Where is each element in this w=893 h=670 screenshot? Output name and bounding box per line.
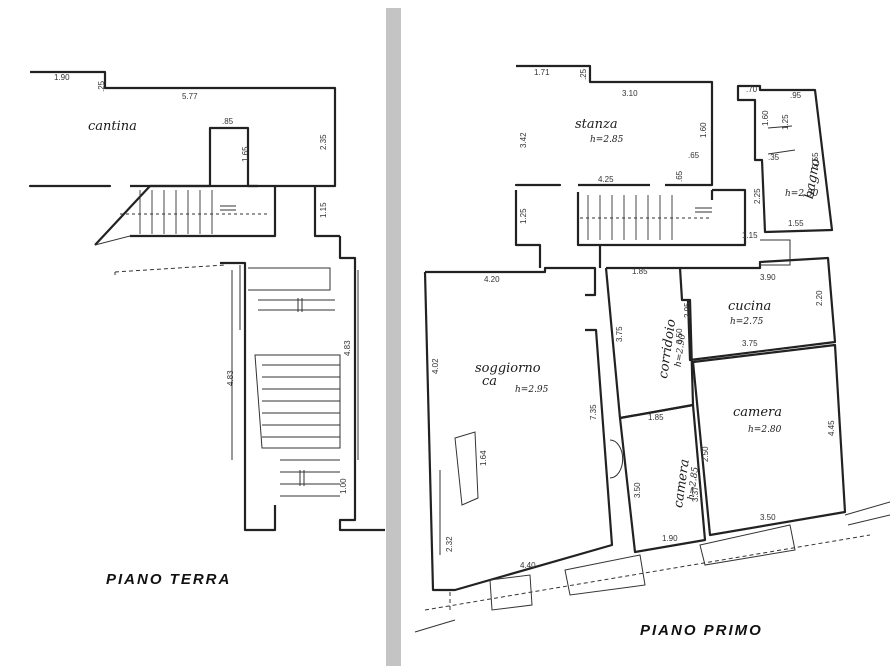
dim-2-35-ground: 2.35 — [319, 134, 328, 150]
dim-70: .70 — [746, 85, 758, 94]
dim-3-90: 3.90 — [760, 273, 776, 282]
room-label-cucina: cucina — [728, 299, 771, 314]
camera-small-walls — [618, 403, 707, 554]
dim-3-50-b: 3.50 — [633, 482, 642, 498]
dim-85-ground: .85 — [222, 117, 234, 126]
dim-1-64: 1.64 — [479, 450, 488, 466]
dim-1-90-ground: 1.90 — [54, 73, 70, 82]
dim-3-37: 3.37 — [691, 486, 700, 502]
dim-5-77-ground: 5.77 — [182, 92, 198, 101]
dim-3-50-c: 3.50 — [760, 513, 776, 522]
room-label-camera-small: camera — [671, 458, 693, 509]
dim-4-02: 4.02 — [431, 358, 440, 374]
dim-1-71: 1.71 — [534, 68, 550, 77]
height-camera-large: h=2.80 — [748, 425, 782, 435]
first-stair-walls — [514, 188, 747, 268]
stanza-walls — [514, 64, 714, 187]
camera-large-walls — [691, 343, 847, 537]
first-floor-stair — [580, 195, 712, 240]
room-label-bagno: bagno — [802, 157, 824, 200]
bagno-walls — [736, 84, 834, 234]
dim-65-b: .65 — [675, 170, 684, 182]
ground-floor-title: PIANO TERRA — [106, 571, 231, 588]
room-label-soggiorno: soggiorno — [475, 361, 541, 376]
dim-2-32: 2.32 — [445, 536, 454, 552]
dim-3-50: 3.50 — [675, 328, 684, 344]
dim-1-25: 1.25 — [519, 208, 528, 224]
dim-65-a: .65 — [688, 151, 700, 160]
dim-1-60-b: 1.60 — [761, 110, 770, 126]
dim-1-60: 1.60 — [699, 122, 708, 138]
panel-divider — [386, 8, 401, 666]
dim-35: .35 — [768, 153, 780, 162]
cantina-walls — [28, 70, 337, 188]
dim-1-85-b: 1.85 — [648, 413, 664, 422]
soggiorno-walls — [423, 266, 614, 592]
height-corridoio: h=2.90 — [674, 333, 689, 368]
dim-1-00-ground: 1.00 — [339, 478, 348, 494]
dim-1-65-ground: 1.65 — [241, 146, 250, 162]
dim-3-55: 3.55 — [811, 152, 820, 168]
dim-3-42: 3.42 — [519, 132, 528, 148]
height-camera-small: h=2.85 — [687, 466, 702, 501]
height-bagno: h=2.30 — [785, 189, 819, 199]
ground-lower-stair — [258, 299, 340, 497]
ground-stair-walls — [94, 184, 340, 246]
dim-4-83-left: 4.83 — [226, 370, 235, 386]
room-label-stanza: stanza — [575, 117, 618, 132]
dim-1-90-first: 1.90 — [662, 534, 678, 543]
dim-3-75-b: 3.75 — [615, 326, 624, 342]
dim-1-55: 1.55 — [788, 219, 804, 228]
room-label-soggiorno-2: ca — [482, 374, 497, 389]
dim-7-35: 7.35 — [589, 404, 598, 420]
dim-2-25: 2.25 — [753, 188, 762, 204]
dim-95: .95 — [790, 91, 802, 100]
dim-4-45: 4.45 — [827, 420, 836, 436]
ground-upper-stair — [120, 190, 270, 234]
height-stanza: h=2.85 — [590, 135, 624, 145]
ground-floor-plan — [28, 70, 385, 532]
dim-4-83-right: 4.83 — [343, 340, 352, 356]
cucina-walls — [680, 256, 837, 362]
dim-1-25-b: 1.25 — [781, 114, 790, 130]
dim-3-75: 3.75 — [742, 339, 758, 348]
ground-corridor-walls — [220, 236, 385, 532]
dim-4-25: 4.25 — [598, 175, 614, 184]
dim-2-20: 2.20 — [815, 290, 824, 306]
dim-2-50: 2.50 — [701, 446, 710, 462]
first-floor-exterior — [414, 239, 891, 633]
room-label-cantina: cantina — [88, 119, 137, 134]
dim-1-15: 1.15 — [742, 231, 758, 240]
dim-4-20: 4.20 — [484, 275, 500, 284]
first-floor-plan — [414, 64, 891, 633]
first-floor-title: PIANO PRIMO — [640, 622, 763, 639]
dim-3-10: 3.10 — [622, 89, 638, 98]
dim-1-15-ground: 1.15 — [319, 202, 328, 218]
dim-4-40: 4.40 — [520, 561, 536, 570]
dim-2-95: 2.95 — [683, 302, 692, 318]
room-label-camera-large: camera — [733, 405, 782, 420]
dim-1-85: 1.85 — [632, 267, 648, 276]
dim-25-ground: .25 — [97, 80, 106, 92]
height-cucina: h=2.75 — [730, 317, 764, 327]
dim-25-first: .25 — [579, 68, 588, 80]
height-soggiorno: h=2.95 — [515, 385, 549, 395]
